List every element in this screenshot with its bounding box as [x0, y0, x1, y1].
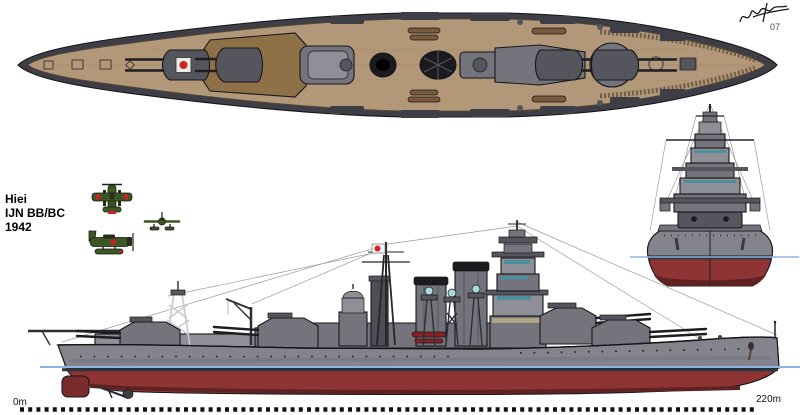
side-deck-line	[57, 336, 778, 350]
plan-view	[17, 12, 778, 118]
front-view	[630, 103, 799, 287]
side-hull-bottom-shade	[89, 384, 741, 394]
scale-start-label: 0m	[13, 397, 27, 408]
aircraft-front-view	[143, 212, 181, 231]
plan-turret-A	[124, 49, 211, 81]
ship-name: Hiei	[5, 192, 27, 206]
ship-designation: IJN BB/BC	[5, 206, 65, 220]
side-view	[28, 220, 800, 399]
signature-scribble	[739, 2, 790, 23]
aircraft-plan-view	[91, 183, 133, 214]
front-turret-A	[677, 211, 743, 229]
side-aircraft-crane	[225, 298, 253, 345]
side-rigging	[61, 221, 778, 343]
signature-year: 07	[770, 22, 780, 32]
side-bow-details	[698, 320, 777, 361]
side-pagoda-mast	[485, 220, 549, 349]
side-boats	[411, 331, 447, 344]
side-searchlight-towers	[420, 284, 485, 346]
plan-turret-4	[590, 49, 678, 81]
side-rudder-propellers	[61, 375, 134, 399]
title-block: Hiei IJN BB/BC 1942	[5, 192, 65, 234]
plan-turret-B	[194, 47, 264, 83]
plan-deck-edge-fittings	[330, 12, 686, 118]
scale-bar: 0m 220m	[13, 394, 781, 412]
ensign-flag	[371, 243, 386, 254]
side-turret-X	[212, 312, 319, 349]
plan-stern-walkways	[599, 29, 756, 99]
side-aft-director-tower	[338, 284, 368, 347]
plan-bow-hatches	[43, 59, 135, 70]
aircraft-side-view	[88, 230, 134, 255]
plan-boats	[407, 27, 567, 103]
plan-mainmast	[472, 57, 488, 73]
scale-end-label: 220m	[756, 394, 781, 405]
ship-year: 1942	[5, 220, 32, 234]
side-mainmast	[362, 242, 410, 347]
artist-signature: 07	[739, 2, 790, 32]
front-pagoda-mast	[659, 104, 761, 213]
hinomaru-marking	[179, 61, 188, 69]
